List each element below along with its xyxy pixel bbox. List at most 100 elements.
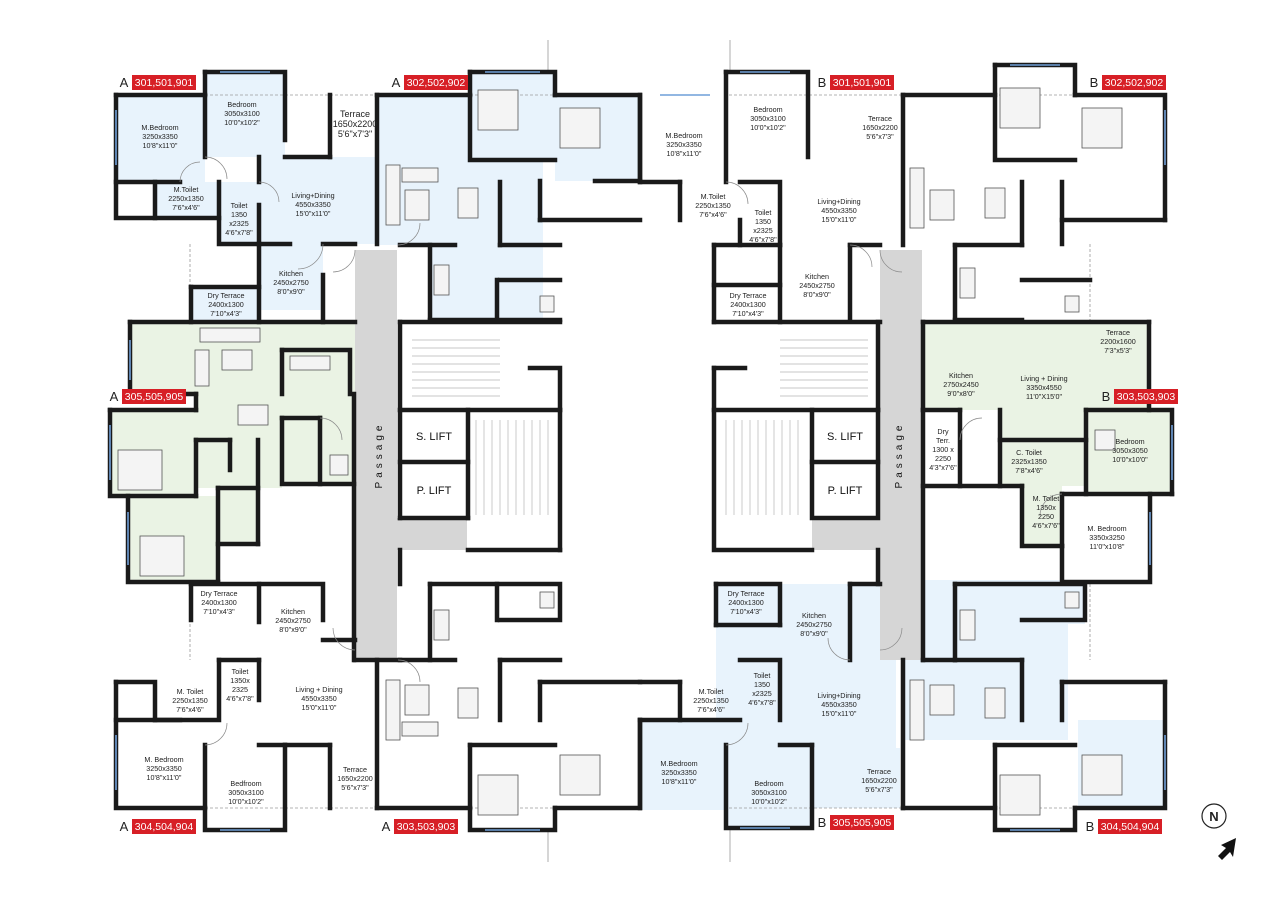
room-label-line: M. Bedroom — [1087, 524, 1126, 533]
room-label-line: 1650x2200 — [862, 123, 898, 132]
room-label-line: 10'8"x11'0" — [143, 141, 178, 150]
room-label-line: Toilet — [231, 201, 248, 210]
room-label-line: Bedfroom — [230, 779, 261, 788]
room-label-line: 7'3"x5'3" — [1104, 346, 1132, 355]
unit-tag-letter: A — [120, 75, 129, 90]
room-label-line: 3050x3100 — [750, 114, 786, 123]
unit-tag-number: 305,505,905 — [125, 391, 184, 403]
room-label-line: M. Bedroom — [144, 755, 183, 764]
room-label-line: 3350x4550 — [1026, 383, 1062, 392]
room-label-line: Bedroom — [227, 100, 256, 109]
unit-tag-number: 304,504,904 — [1101, 821, 1160, 833]
room-label-line: 1350 — [755, 217, 771, 226]
room-label-line: 4'6"x7'8" — [748, 698, 776, 707]
room-label-line: 5'6"x7'3" — [338, 129, 372, 139]
room-label-line: 7'10"x4'3" — [210, 309, 242, 318]
unit-tag-number: 301,501,901 — [135, 77, 194, 89]
unit-tag-number: 302,502,902 — [1105, 77, 1164, 89]
room-label-line: Living + Dining — [1020, 374, 1067, 383]
room-label-line: 2325x1350 — [1011, 457, 1047, 466]
room-label-line: x2325 — [753, 226, 773, 235]
room-label-line: 4'6"x7'6" — [1032, 521, 1060, 530]
room-label-line: 1650x2200 — [861, 776, 897, 785]
room-label-line: 1650x2200 — [337, 774, 373, 783]
room-label-line: Terrace — [867, 767, 891, 776]
room-label-line: 3050x3100 — [228, 788, 264, 797]
room-label-line: 11'0"X15'0" — [1026, 392, 1063, 401]
room-label-line: Kitchen — [279, 269, 303, 278]
room-label-line: 7'6"x4'6" — [172, 203, 200, 212]
room-label-line: 2250 — [935, 454, 951, 463]
room-label-line: 1350 — [754, 680, 770, 689]
passage-label-left: Passage — [374, 422, 385, 489]
room-label-line: 10'0"x10'2" — [750, 123, 786, 132]
room-label-line: 7'6"x4'6" — [699, 210, 727, 219]
room-label-line: 5'6"x7'3" — [866, 132, 894, 141]
room-label-line: Terrace — [340, 109, 370, 119]
furniture — [117, 87, 1123, 816]
room-label-line: 10'0"x10'2" — [751, 797, 787, 806]
room-label-line: M. Toilet — [1033, 494, 1060, 503]
room-label-line: Terr. — [936, 436, 950, 445]
room-label-line: 3050x3050 — [1112, 446, 1148, 455]
unit-tag-box — [1102, 75, 1166, 90]
unit-tag-number: 303,503,903 — [1117, 391, 1176, 403]
room-label-line: 2400x1300 — [208, 300, 244, 309]
room-label-line: 8'0"x9'0" — [279, 625, 307, 634]
room-label-line: 7'10"x4'3" — [203, 607, 235, 616]
room-label-line: M.Toilet — [701, 192, 726, 201]
unit-tag-letter: A — [382, 819, 391, 834]
unit-tag-box — [830, 815, 894, 830]
p-lift-label-right: P. LIFT — [828, 485, 863, 497]
room-label-line: 3250x3350 — [142, 132, 178, 141]
room-label-line: 3250x3350 — [661, 768, 697, 777]
unit-tag-box — [132, 819, 196, 834]
room-label-line: 4550x3350 — [301, 694, 337, 703]
room-label-line: 11'0"x10'8" — [1090, 542, 1125, 551]
room-label-line: M.Bedroom — [141, 123, 178, 132]
room-label-line: 4550x3350 — [821, 206, 857, 215]
room-label-line: 10'0"x10'2" — [228, 797, 264, 806]
room-label-line: Bedroom — [753, 105, 782, 114]
room-label-line: 1650x2200 — [333, 119, 378, 129]
room-label-line: 2250x1350 — [168, 194, 204, 203]
room-label-line: 5'6"x7'3" — [341, 783, 369, 792]
room-label-line: 1350x — [1036, 503, 1056, 512]
room-label-line: 2250x1350 — [695, 201, 731, 210]
room-label-line: 1350 — [231, 210, 247, 219]
room-label-line: 5'6"x7'3" — [865, 785, 893, 794]
room-label-line: Kitchen — [281, 607, 305, 616]
doors — [179, 156, 1063, 746]
unit-tag-box — [1114, 389, 1178, 404]
tag-a-301: A 301,501,901 — [120, 75, 196, 90]
room-label-line: 1300 x — [932, 445, 954, 454]
unit-tag-number: 301,501,901 — [833, 77, 892, 89]
room-label-line: 2450x2750 — [799, 281, 835, 290]
